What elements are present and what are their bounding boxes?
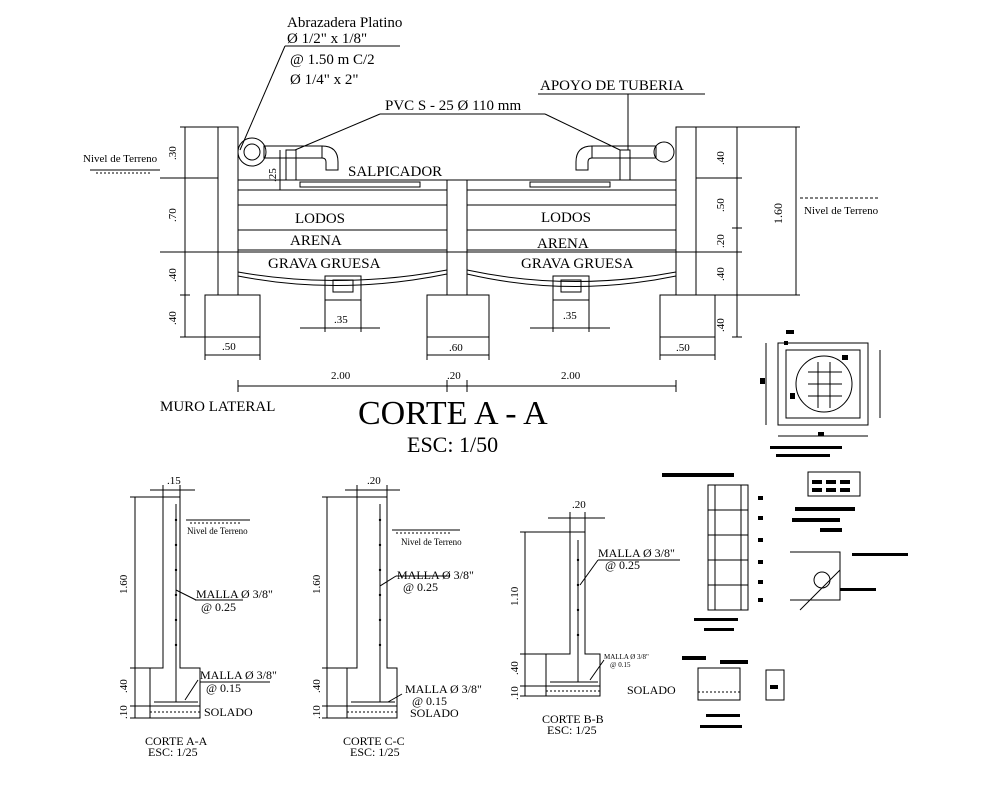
nivel-terreno-left: Nivel de Terreno (83, 153, 158, 165)
detail-b-title: CORTE B-B (542, 712, 604, 726)
dim-left-40a: .40 (167, 268, 179, 282)
dim-bottom-35-left: .35 (334, 314, 348, 326)
detail-c-h2: .40 (311, 679, 323, 693)
dim-chain-right (696, 126, 800, 338)
detail-b-solado: SOLADO (627, 683, 676, 697)
drain-box-right (552, 275, 590, 301)
detail-a-h1: 1.60 (118, 574, 130, 594)
layer-lodos-left: LODOS (295, 211, 345, 227)
detail-c-nivel: Nivel de Terreno (401, 537, 462, 547)
detail-b-malla-b2: @ 0.15 (610, 661, 631, 669)
detail-c-title: CORTE C-C (343, 734, 405, 748)
detail-c-malla-v1: MALLA Ø 3/8" (397, 568, 474, 582)
detail-corte-a: .15 Nivel de Terreno 1.60 .40 .10 MALLA … (118, 475, 277, 759)
detail-b-malla-v1: MALLA Ø 3/8" (598, 546, 675, 560)
pipe-right (575, 141, 675, 181)
dim-right-40c: .40 (715, 318, 727, 332)
left-wall (204, 126, 261, 338)
detail-c-malla-b2: @ 0.15 (412, 694, 447, 708)
detail-a-malla-b1: MALLA Ø 3/8" (200, 668, 277, 682)
detail-a-scale: ESC: 1/25 (148, 745, 198, 759)
layer-arena-left: ARENA (290, 233, 342, 249)
dim-right-40b: .40 (715, 267, 727, 281)
detail-a-h2: .40 (118, 679, 130, 693)
nivel-terreno-right: Nivel de Terreno (804, 205, 879, 217)
dim-right-40a: .40 (715, 151, 727, 165)
dim-bottom-60: .60 (449, 342, 463, 354)
detail-b-h3: .10 (509, 686, 521, 700)
dim-overall-200-left: 2.00 (331, 370, 351, 382)
dim-right-20: .20 (715, 234, 727, 248)
callout-abrazadera-4: Ø 1/4" x 2" (290, 72, 359, 88)
detail-b-h1: 1.10 (509, 586, 521, 606)
detail-corte-b: .20 1.10 .40 .10 MALLA Ø 3/8" @ 0.25 MAL… (509, 499, 680, 737)
dim-bottom-35-right: .35 (563, 310, 577, 322)
callout-abrazadera-1: Abrazadera Platino (287, 15, 402, 31)
layer-lodos-right: LODOS (541, 210, 591, 226)
dim-left-40b: .40 (167, 311, 179, 325)
detail-c-malla-b1: MALLA Ø 3/8" (405, 682, 482, 696)
main-scale: ESC: 1/50 (407, 432, 498, 457)
detail-c-scale: ESC: 1/25 (350, 745, 400, 759)
callout-pvc: PVC S - 25 Ø 110 mm (385, 98, 521, 114)
detail-c-h3: .10 (311, 705, 323, 719)
plan-detail (760, 330, 881, 457)
main-section: Abrazadera Platino Ø 1/2" x 1/8" @ 1.50 … (83, 15, 880, 457)
detail-a-malla-v1: MALLA Ø 3/8" (196, 587, 273, 601)
dim-left-70: .70 (167, 208, 179, 222)
callout-salpicador: SALPICADOR (348, 164, 442, 180)
detail-c-solado: SOLADO (410, 706, 459, 720)
detail-a-title: CORTE A-A (145, 734, 208, 748)
detail-corte-c: .20 Nivel de Terreno 1.60 .40 .10 MALLA … (311, 475, 482, 759)
main-title: CORTE A - A (358, 395, 548, 432)
dim-left-25: .25 (267, 168, 279, 182)
dim-left-30: .30 (167, 146, 179, 160)
detail-b-h2: .40 (509, 661, 521, 675)
dim-bottom-50-left: .50 (222, 341, 236, 353)
detail-c-h1: 1.60 (311, 574, 323, 594)
dim-overall-20: .20 (447, 370, 461, 382)
detail-b-scale: ESC: 1/25 (547, 723, 597, 737)
detail-a-nivel: Nivel de Terreno (187, 526, 248, 536)
dim-bottom-50-right: .50 (676, 342, 690, 354)
dim-overall-200-right: 2.00 (561, 370, 581, 382)
reinforcement-details (662, 471, 908, 728)
pipe-left (237, 137, 339, 181)
dim-right-160: 1.60 (771, 203, 785, 224)
detail-b-malla-b1: MALLA Ø 3/8" (604, 653, 649, 661)
center-wall (426, 179, 490, 338)
detail-b-malla-v2: @ 0.25 (605, 558, 640, 572)
detail-a-malla-b2: @ 0.15 (206, 681, 241, 695)
muro-lateral-label: MURO LATERAL (160, 399, 275, 415)
filter-layers-right (466, 189, 677, 288)
layer-arena-right: ARENA (537, 236, 589, 252)
detail-c-top-dim: .20 (367, 475, 381, 487)
layer-grava-right: GRAVA GRUESA (521, 256, 634, 272)
dim-chain-left (180, 126, 281, 338)
detail-a-malla-v2: @ 0.25 (201, 600, 236, 614)
detail-b-top-dim: .20 (572, 499, 586, 511)
callout-abrazadera-2: Ø 1/2" x 1/8" (287, 31, 367, 47)
callout-abrazadera-3: @ 1.50 m C/2 (290, 52, 375, 68)
layer-grava-left: GRAVA GRUESA (268, 256, 381, 272)
detail-a-solado: SOLADO (204, 705, 253, 719)
detail-a-h3: .10 (118, 705, 130, 719)
callout-apoyo: APOYO DE TUBERIA (540, 78, 684, 94)
dim-bottom (204, 300, 716, 392)
detail-a-top-dim: .15 (167, 475, 181, 487)
drain-box-left (324, 275, 362, 301)
detail-c-malla-v2: @ 0.25 (403, 580, 438, 594)
dim-right-50: .50 (715, 198, 727, 212)
right-wall (659, 126, 716, 338)
